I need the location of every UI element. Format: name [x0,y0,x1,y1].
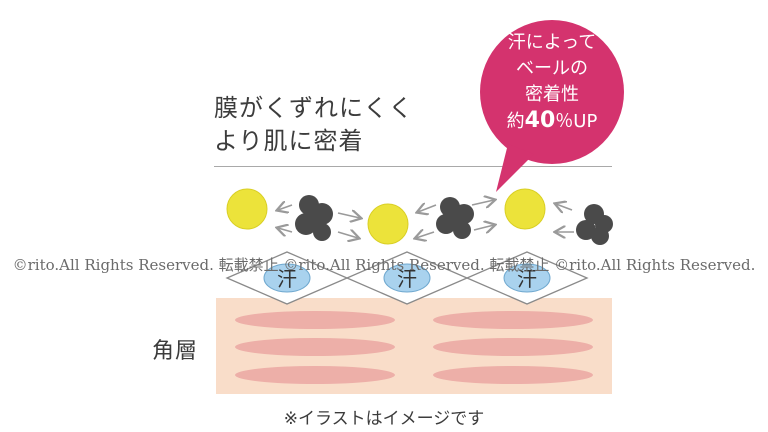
balloon-tail [496,144,534,192]
divider-line [214,166,612,167]
balloon-line-4: 約40％UP [478,108,626,135]
balloon-circle [480,20,624,164]
heading-line-1: 膜がくずれにくく [214,94,414,122]
balloon-text: 汗によって ベールの 密着性 約40％UP [478,30,626,135]
caption: ※イラストはイメージです [283,409,485,429]
sweat-label: 汗 [517,267,537,291]
dark-clump [576,204,613,245]
heading-line-2: より肌に密着 [214,127,364,155]
skin-stripe [433,338,593,356]
speech-balloon [480,20,624,192]
balloon-prefix: 約 [506,111,525,132]
yellow-particle [367,203,409,245]
sweat-diamonds: 汗 汗 汗 [225,251,589,305]
balloon-suffix: ％UP [555,111,598,132]
skin-stripe [433,311,593,329]
balloon-line-3: 密着性 [525,84,579,105]
skin-stripe [235,338,395,356]
balloon-line-2: ベールの [516,58,588,79]
watermark: ©rito.All Rights Reserved. 転載禁止 ©rito.Al… [12,256,756,274]
skin-layer [216,298,612,394]
balloon-value: 40 [524,108,556,133]
skin-label: 角層 [152,339,199,364]
sweat-droplet [383,263,431,293]
dark-clump [436,197,474,239]
dark-clump [295,195,333,241]
yellow-particle [226,188,268,230]
balloon-line-1: 汗によって [507,32,597,53]
heading: 膜がくずれにくく より肌に密着 [214,92,414,158]
skin-stripe [235,311,395,329]
skin-stripe [235,366,395,384]
sweat-label: 汗 [277,267,297,291]
sweat-droplet [263,263,311,293]
movement-arrows [278,200,574,238]
sweat-droplet [503,263,551,293]
sweat-label: 汗 [397,267,417,291]
skin-stripe [433,366,593,384]
yellow-particle [504,188,546,230]
